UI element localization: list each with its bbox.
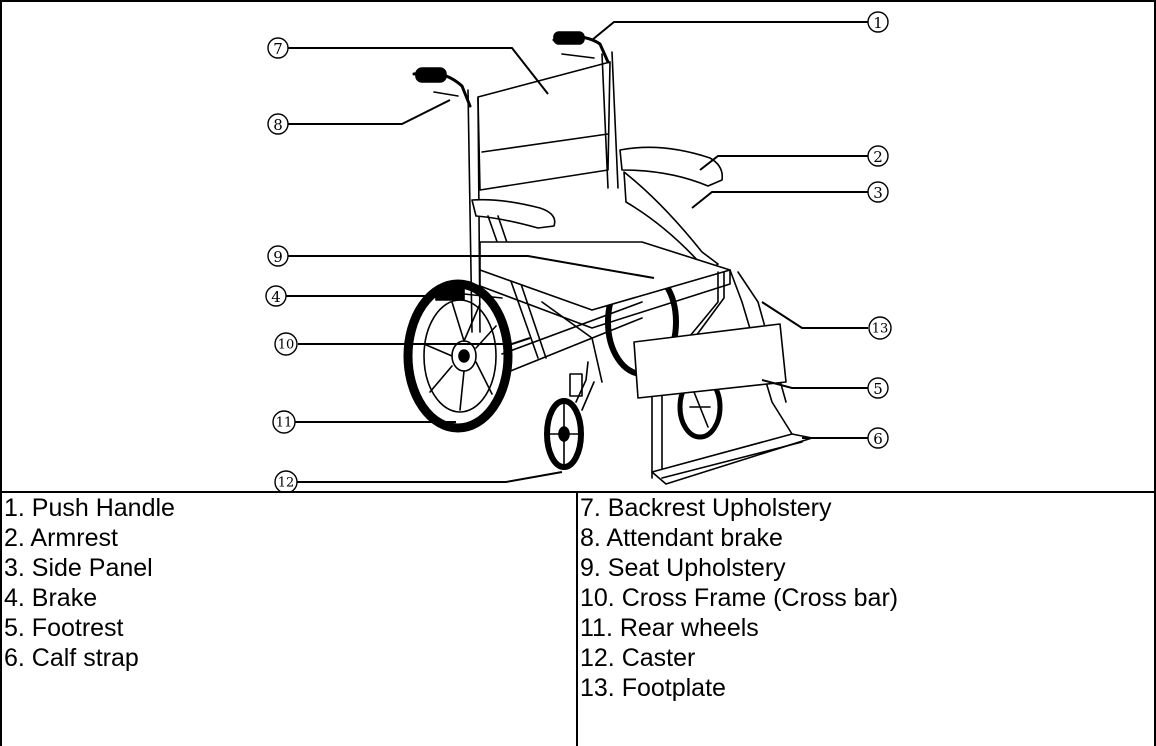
legend-item-footplate: 13. Footplate: [580, 674, 726, 702]
legend-item-calf-strap: 6. Calf strap: [4, 644, 139, 672]
callout-num-9: 9: [273, 248, 283, 266]
callout-num-6: 6: [873, 430, 883, 448]
callout-circle-5: [867, 377, 889, 399]
callout-circle-3: [867, 181, 889, 203]
backrest: [412, 31, 619, 333]
legend-column-left: 1. Push Handle 2. Armrest 3. Side Panel …: [0, 493, 574, 746]
legend-item-armrest: 2. Armrest: [4, 524, 118, 552]
leader-5: [761, 379, 868, 389]
callout-circle-6: [867, 427, 889, 449]
callout-num-2: 2: [873, 148, 883, 166]
callout-num-8: 8: [273, 116, 283, 134]
parts-legend: 1. Push Handle 2. Armrest 3. Side Panel …: [0, 493, 1156, 746]
callout-circle-10: [274, 332, 298, 356]
leader-13: [761, 301, 868, 329]
callout-num-7: 7: [273, 40, 283, 58]
front-frame: [633, 269, 813, 485]
wheelchair-drawing: 1 2 3 4 5 6 7 8 9 10 11 12 13: [265, 11, 892, 491]
leader-8: [288, 99, 451, 125]
legend-item-footrest: 5. Footrest: [4, 614, 124, 642]
callout-circle-13: [868, 316, 892, 340]
legend-item-rear-wheels: 11. Rear wheels: [580, 614, 759, 642]
leader-10: [298, 337, 531, 345]
brake: [435, 287, 503, 301]
callout-num-3: 3: [873, 184, 883, 202]
legend-item-push-handle: 1. Push Handle: [4, 494, 175, 522]
callout-circle-8: [267, 113, 289, 135]
leader-7: [288, 47, 549, 95]
leader-12: [296, 471, 563, 483]
legend-item-brake: 4. Brake: [4, 584, 98, 612]
callout-num-4: 4: [271, 288, 281, 306]
legend-item-attendant-brake: 8. Attendant brake: [580, 524, 783, 552]
callout-circle-11: [272, 410, 296, 434]
legend-item-seat-upholstery: 9. Seat Upholstery: [580, 554, 786, 582]
callout-num-10: 10: [278, 338, 295, 353]
legend-item-caster: 12. Caster: [580, 644, 696, 672]
leader-2: [699, 155, 868, 171]
leader-9: [288, 255, 655, 279]
callout-num-1: 1: [873, 14, 883, 32]
armrests: [471, 146, 724, 359]
leader-3: [691, 191, 868, 209]
legend-column-right: 7. Backrest Upholstery 8. Attendant brak…: [576, 493, 1156, 746]
legend-item-cross-frame: 10. Cross Frame (Cross bar): [580, 584, 899, 612]
callout-num-5: 5: [873, 380, 883, 398]
legend-item-backrest-upholstery: 7. Backrest Upholstery: [580, 494, 832, 522]
caster-wheel: [544, 361, 595, 470]
callout-circle-4: [265, 285, 287, 307]
callout-circle-7: [267, 37, 289, 59]
cross-frame: [501, 301, 643, 383]
callout-num-11: 11: [276, 416, 293, 431]
callout-circle-2: [867, 145, 889, 167]
rear-wheel-left: [403, 279, 513, 433]
callout-num-12: 12: [278, 476, 295, 491]
callout-circle-12: [274, 470, 298, 491]
callout-circle-1: [867, 11, 889, 33]
wheelchair-figure: 1 2 3 4 5 6 7 8 9 10 11 12 13: [0, 0, 1156, 493]
callout-circle-9: [267, 245, 289, 267]
callout-num-13: 13: [872, 322, 889, 337]
legend-item-side-panel: 3. Side Panel: [4, 554, 153, 582]
leader-1: [591, 21, 868, 41]
